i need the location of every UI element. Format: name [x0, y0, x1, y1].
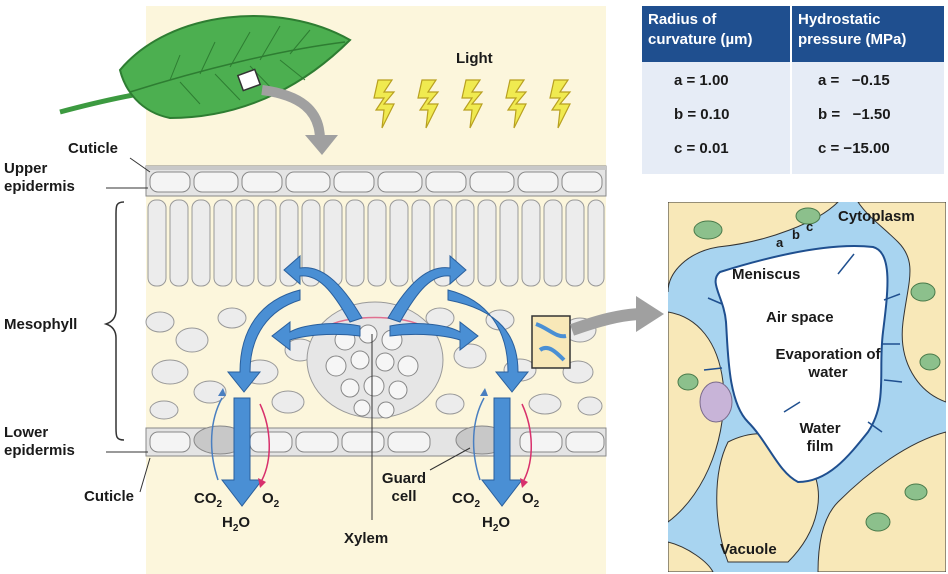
- label-co2-left: CO2: [194, 490, 223, 510]
- co2-arrow-left: [210, 397, 223, 481]
- label-co2-right: CO2: [452, 490, 481, 510]
- row-radius-c: c = 0.01: [674, 140, 729, 157]
- leader-lines: [106, 157, 471, 520]
- label-o2-left: O2: [262, 490, 280, 510]
- radius-pressure-table: Radius of curvature (µm) Hydrostatic pre…: [642, 6, 944, 174]
- air-space-inset: [668, 202, 946, 572]
- label-h2o-left: H2O: [222, 514, 251, 534]
- vascular-bundle: [306, 301, 444, 419]
- co2-arrow-right: [472, 397, 485, 481]
- zoom-arrowhead-detail: [636, 296, 664, 332]
- header-pressure: Hydrostatic pressure (MPa): [792, 6, 944, 62]
- label-cuticle-bottom: Cuticle: [84, 488, 135, 505]
- label-upper-epidermis: Upper epidermis: [4, 160, 75, 195]
- label-mesophyll: Mesophyll: [4, 316, 78, 333]
- zoom-arrow-detail: [569, 308, 641, 336]
- palisade-mesophyll: [147, 199, 605, 287]
- o2-arrow-left: [259, 403, 270, 481]
- label-light: Light: [456, 50, 493, 67]
- o2-arrow-right: [521, 403, 532, 481]
- inset-label-b: b: [792, 227, 800, 242]
- inset-label-vacuole: Vacuole: [720, 541, 777, 558]
- label-h2o-right: H2O: [482, 514, 511, 534]
- mesophyll-brace: [103, 201, 125, 441]
- row-radius-b: b = 0.10: [674, 106, 730, 123]
- lower-epidermis-layer: [145, 425, 607, 457]
- inset-label-evaporation: Evaporation of water: [775, 346, 881, 381]
- inset-label-air-space: Air space: [766, 309, 834, 326]
- label-xylem: Xylem: [344, 530, 389, 547]
- row-radius-a: a = 1.00: [674, 72, 729, 89]
- vacuole-organelle: [699, 381, 733, 423]
- inset-label-a: a: [776, 235, 784, 250]
- inset-label-c: c: [806, 219, 814, 234]
- label-guard-cell: Guard cell: [381, 470, 427, 505]
- label-lower-epidermis: Lower epidermis: [4, 424, 75, 459]
- detail-box: [531, 315, 571, 369]
- header-radius: Radius of curvature (µm): [642, 6, 790, 62]
- upper-epidermis-layer: [145, 165, 607, 197]
- row-pressure-a: a = −0.15: [818, 72, 890, 89]
- inset-label-cytoplasm: Cytoplasm: [838, 208, 915, 225]
- inset-label-meniscus: Meniscus: [732, 266, 801, 283]
- leaf-icon: [59, 15, 352, 120]
- light-bolts: [373, 79, 572, 129]
- zoom-arrow-leaf: [261, 85, 325, 141]
- zoom-arrowhead-leaf: [305, 135, 338, 155]
- label-cuticle-top: Cuticle: [68, 140, 119, 157]
- row-pressure-b: b = −1.50: [818, 106, 891, 123]
- inset-label-water-film: Water film: [799, 420, 841, 455]
- water-flow-arrows: [220, 254, 530, 507]
- label-o2-right: O2: [522, 490, 540, 510]
- row-pressure-c: c = −15.00: [818, 140, 890, 157]
- air-space-region: [714, 245, 889, 484]
